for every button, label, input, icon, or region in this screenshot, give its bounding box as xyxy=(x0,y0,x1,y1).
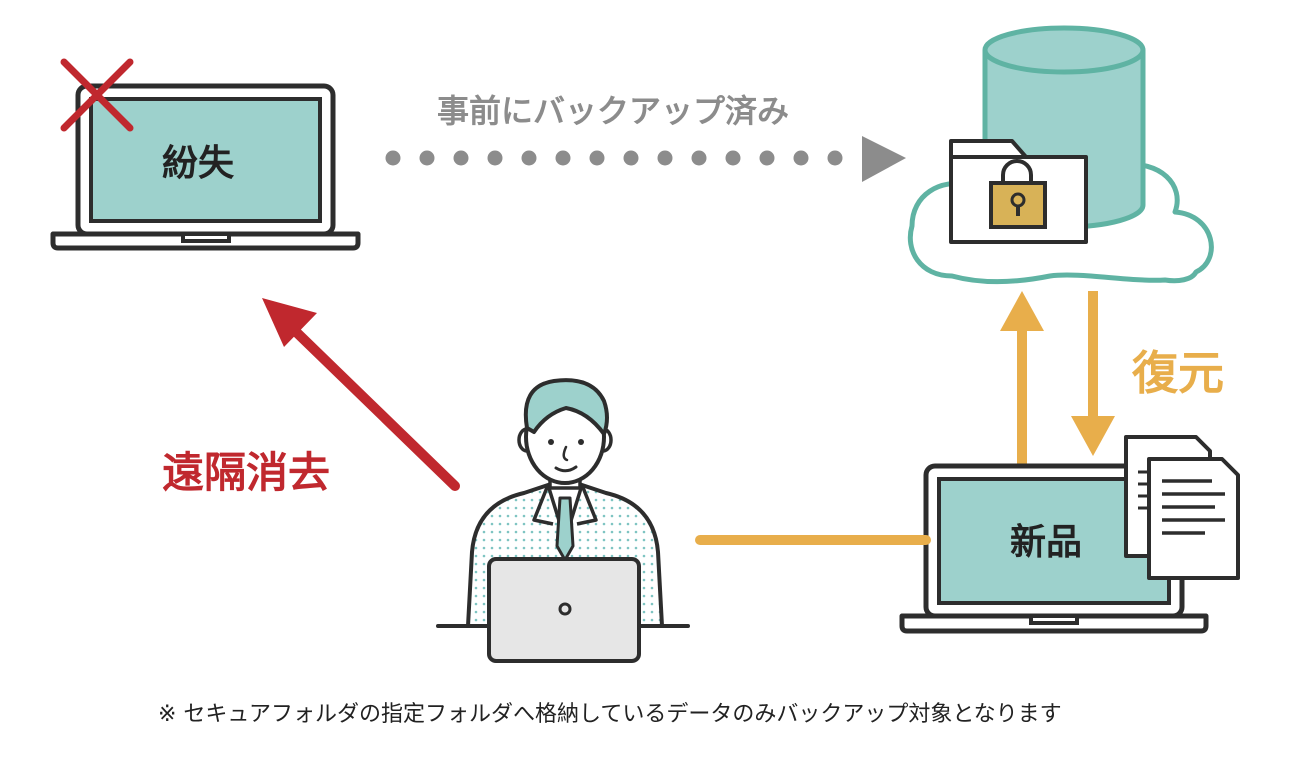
upload-arrow xyxy=(1000,291,1044,466)
backup-label: 事前にバックアップ済み xyxy=(437,92,790,130)
person-at-laptop-icon xyxy=(436,378,690,663)
lost-device-label: 紛失 xyxy=(162,143,235,184)
cross-mark-icon xyxy=(60,58,134,132)
locked-folder-icon xyxy=(949,139,1088,244)
restore-arrow xyxy=(1071,291,1115,456)
backup-arrow xyxy=(385,136,906,182)
restore-label: 復元 xyxy=(1132,346,1224,400)
new-device-label: 新品 xyxy=(1010,522,1083,563)
remote-wipe-label: 遠隔消去 xyxy=(162,448,331,497)
lost-laptop-icon xyxy=(50,83,361,251)
remote-wipe-arrow xyxy=(262,298,460,491)
footnote: ※ セキュアフォルダの指定フォルダへ格納しているデータのみバックアップ対象となり… xyxy=(158,702,1062,727)
documents-icon xyxy=(1124,435,1240,580)
